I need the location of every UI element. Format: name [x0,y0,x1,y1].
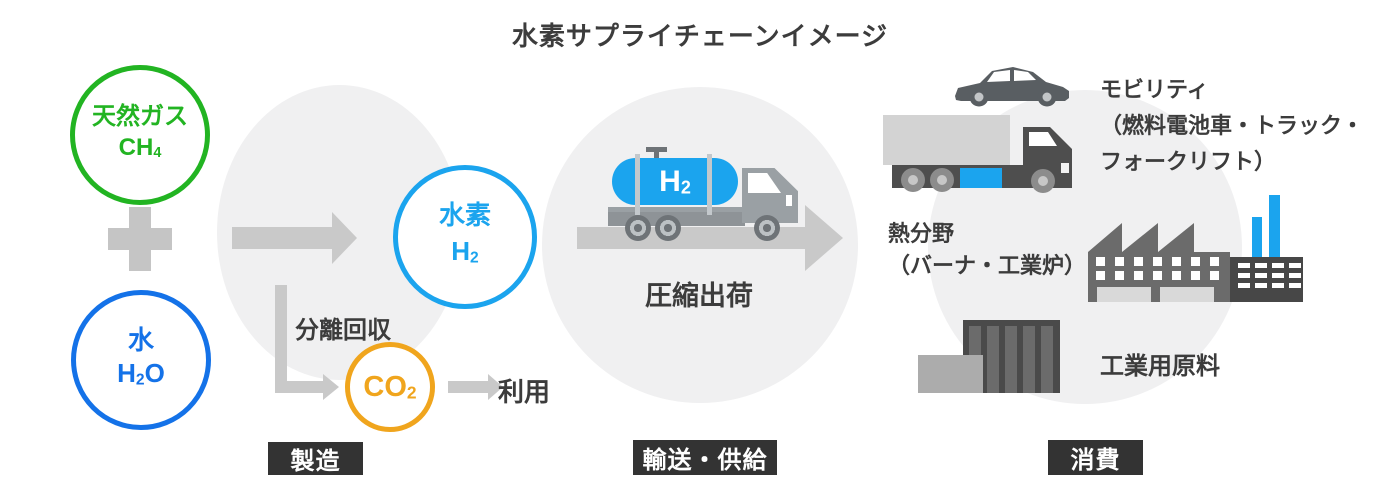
diagram-title: 水素サプライチェーンイメージ [511,21,889,51]
tank-strap [707,154,712,215]
co2-node: CO2 [345,342,435,432]
hydrogen-formula: H2 [451,236,479,267]
co2-formula: CO2 [363,370,417,403]
wheel-icon [655,215,681,241]
thermal-label: 熱分野 （バーナ・工業炉） [888,221,1087,278]
arrow-right-icon [448,381,488,393]
separation-recovery-label: 分離回収 [295,317,391,344]
hydrogen-tank: H2 [612,158,738,205]
elbow-arrow-icon [275,285,287,383]
water-formula: H2O [117,357,165,389]
arrow-right-icon [488,374,503,400]
plus-icon [129,207,151,271]
elbow-arrow-icon [323,374,339,400]
natural-gas-node: 天然ガス CH4 [70,65,210,205]
co2-use-label: 利用 [498,377,551,407]
wheel-icon [754,215,780,241]
wheel-icon [625,215,651,241]
arrow-right-icon [232,227,332,249]
hydrogen-node: 水素 H2 [393,165,537,309]
tanker-cab-detail [786,195,792,206]
tank-valve-icon [646,147,667,152]
tank-strap [635,154,640,215]
natural-gas-formula: CH4 [118,133,162,162]
stage-label-consumption: 消費 [1048,440,1143,475]
natural-gas-name: 天然ガス [92,102,188,130]
industrial-raw-materials-label: 工業用原料 [1100,353,1220,380]
compressed-shipping-label: 圧縮出荷 [645,281,753,311]
stage-label-transport-supply: 輸送・供給 [633,440,777,475]
arrow-right-icon [332,212,357,264]
water-node: 水 H2O [71,290,211,430]
elbow-arrow-icon [275,381,323,393]
mobility-label: モビリティ （燃料電池車・トラック・ フォークリフト） [1100,77,1364,174]
water-name: 水 [127,324,154,355]
container-icon [918,320,1060,393]
tank-valve-icon [654,150,659,159]
stage-label-manufacturing: 製造 [268,442,363,475]
hydrogen-name: 水素 [438,200,491,231]
car-icon [955,67,1069,107]
tank-h2-label: H2 [659,164,691,198]
tanker-truck-icon: H2 [595,140,805,245]
factory-icon [1088,195,1303,302]
big-arrow-right-icon [805,205,843,271]
cargo-truck-icon [883,115,1072,193]
